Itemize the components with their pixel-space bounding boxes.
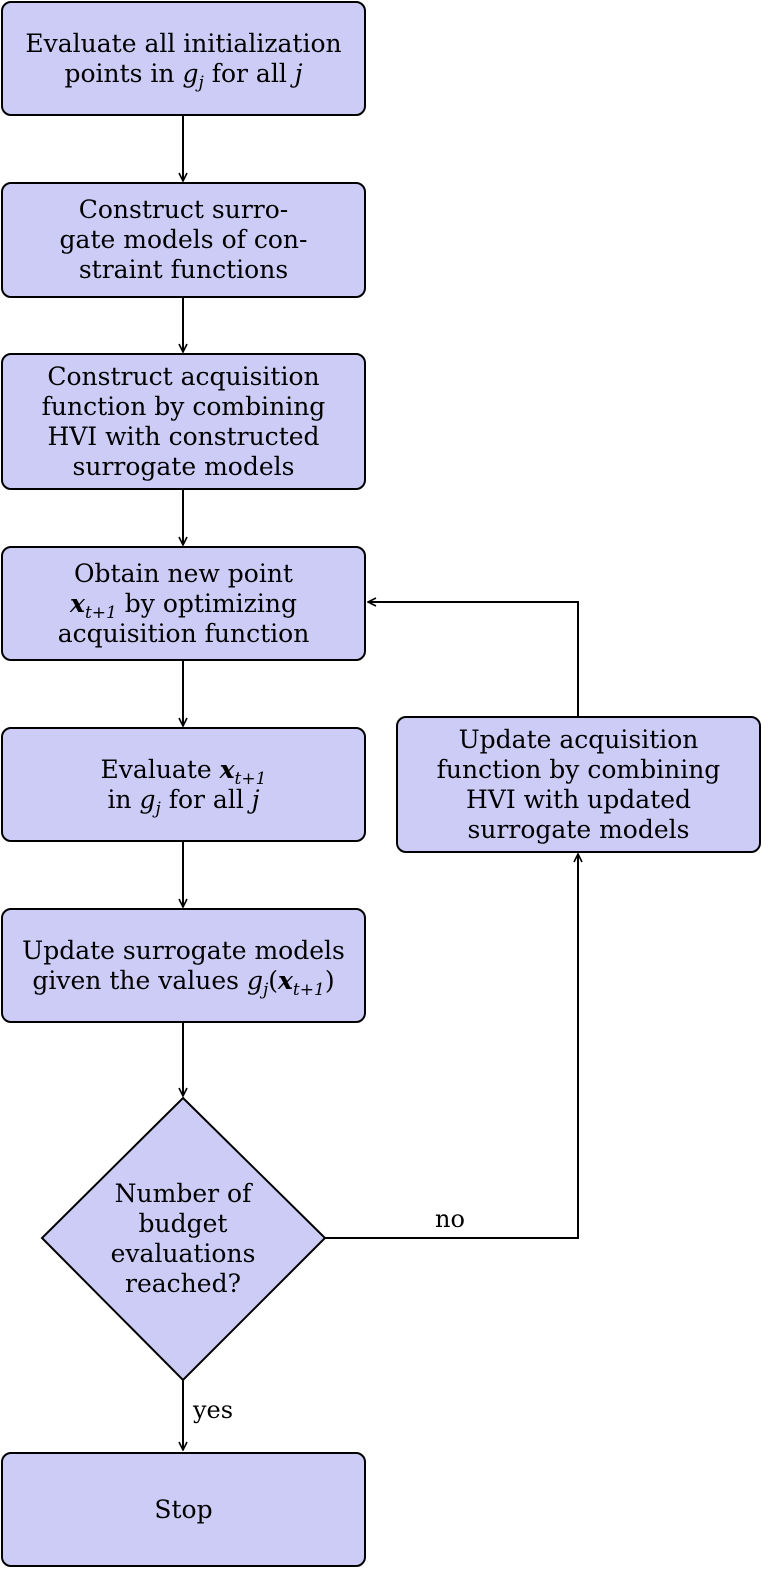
decision-line1: Number of (114, 1179, 252, 1208)
edge-label-no: no (435, 1205, 465, 1233)
stop-box: Stop (1, 1452, 366, 1567)
edge-label-yes: yes (193, 1396, 234, 1424)
init-evaluation-line1: Evaluate all initialization (25, 28, 342, 58)
construct-acquisition-box: Construct acquisition function by combin… (1, 353, 366, 490)
obtain-new-point-line3: acquisition function (57, 618, 310, 648)
evaluate-new-point-line1: Evaluate xt+1 (100, 754, 267, 789)
update-acquisition-box: Update acquisition function by combining… (396, 716, 761, 853)
stop-label: Stop (154, 1494, 213, 1524)
update-surrogate-line2: given the values gj(xt+1) (32, 965, 335, 1000)
update-acquisition-line3: HVI with updated (465, 784, 692, 814)
arrow-update-acq-to-obtain (368, 602, 579, 716)
construct-surrogate-line3: straint functions (78, 255, 289, 284)
update-surrogate-box: Update surrogate models given the values… (1, 908, 366, 1023)
evaluate-new-point-box: Evaluate xt+1 in gj for all j (1, 727, 366, 842)
obtain-new-point-line2: xt+1 by optimizing (70, 588, 297, 623)
construct-surrogate-box: Construct surro- gate models of con- str… (1, 182, 366, 298)
construct-acquisition-line2: function by combining (41, 391, 326, 421)
decision-diamond (40, 1096, 327, 1382)
construct-surrogate-line2: gate models of con- (59, 225, 308, 254)
init-evaluation-line2: points in gj for all j (64, 58, 303, 93)
update-acquisition-line2: function by combining (436, 754, 721, 784)
decision-line3: evaluations (110, 1239, 256, 1268)
obtain-new-point-line1: Obtain new point (74, 558, 293, 588)
update-acquisition-line4: surrogate models (467, 814, 690, 844)
construct-acquisition-line4: surrogate models (72, 451, 295, 481)
evaluate-new-point-line2: in gj for all j (107, 784, 260, 819)
decision-line2: budget (138, 1209, 228, 1238)
obtain-new-point-box: Obtain new point xt+1 by optimizing acqu… (1, 546, 366, 661)
update-surrogate-line1: Update surrogate models (22, 935, 345, 965)
decision-text: Number of budget evaluations reached? (42, 1098, 324, 1380)
init-evaluation-box: Evaluate all initialization points in gj… (1, 1, 366, 116)
construct-acquisition-line3: HVI with constructed (47, 421, 320, 451)
construct-surrogate-line1: Construct surro- (78, 195, 289, 224)
construct-acquisition-line1: Construct acquisition (47, 361, 320, 391)
decision-line4: reached? (125, 1269, 241, 1298)
update-acquisition-line1: Update acquisition (458, 724, 699, 754)
arrow-decision-no-to-update-acq (325, 854, 578, 1239)
